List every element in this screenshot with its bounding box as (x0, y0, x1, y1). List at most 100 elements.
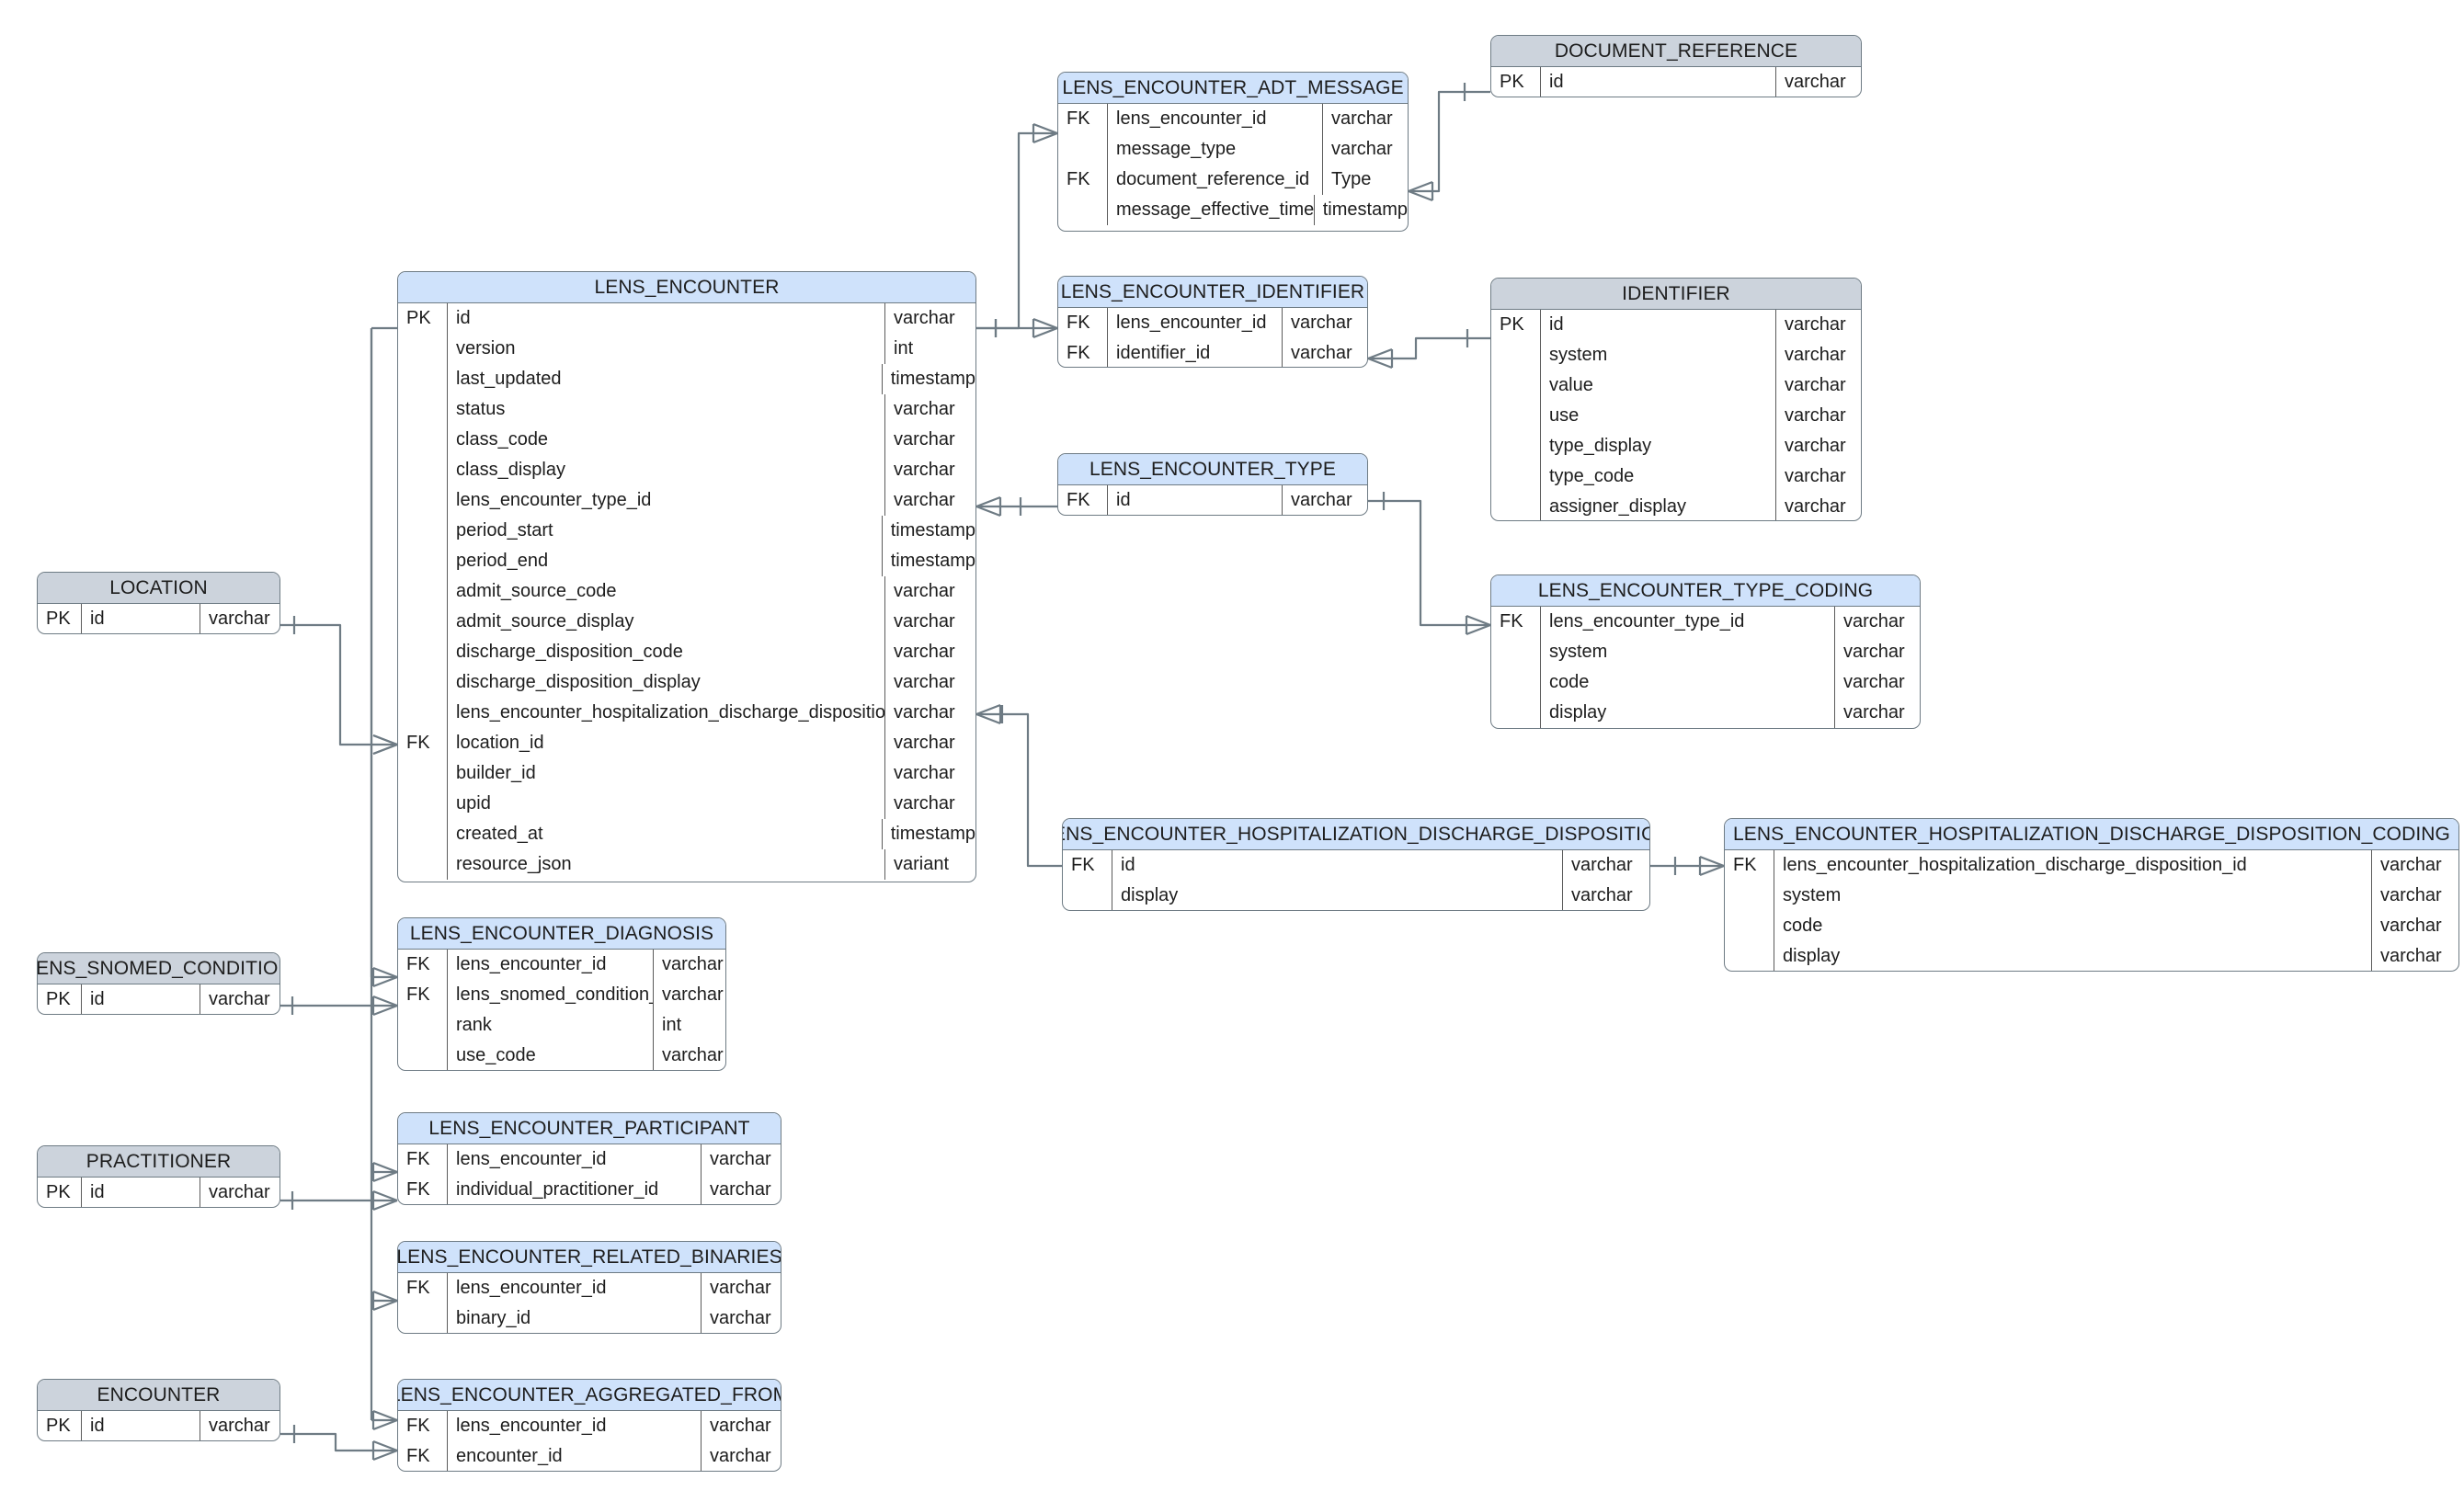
column-type: timestamp (1322, 199, 1408, 220)
column-key-flag (398, 667, 448, 698)
column-name: period_start (448, 516, 883, 546)
column-type: varchar (209, 609, 270, 629)
column-type: varchar (2380, 855, 2442, 875)
column-type: varchar (1331, 139, 1393, 159)
entity-title-lens_encounter_type: LENS_ENCOUNTER_TYPE (1058, 454, 1367, 485)
entity-lens_encounter_hosp_disch_disp[interactable]: LENS_ENCOUNTER_HOSPITALIZATION_DISCHARGE… (1062, 818, 1650, 911)
entity-lens_encounter_hosp_disch_disp_coding[interactable]: LENS_ENCOUNTER_HOSPITALIZATION_DISCHARGE… (1724, 818, 2459, 972)
column-key-flag (398, 576, 448, 607)
column-name: type_display (1541, 431, 1776, 461)
column-name: lens_encounter_type_id (448, 485, 885, 516)
column-key-flag (398, 1010, 448, 1041)
edge-encounter-agg (280, 1432, 397, 1452)
column-key-flag: FK (1058, 165, 1108, 195)
column-name: lens_encounter_hospitalization_discharge… (448, 698, 885, 728)
column-name: system (1774, 881, 2372, 911)
column-key-flag (398, 607, 448, 637)
column-name: lens_encounter_id (1108, 104, 1323, 134)
column-key-flag (1725, 911, 1774, 941)
table-row[interactable]: lens_encounter_hospitalization_discharge… (398, 698, 975, 728)
column-type: varchar (894, 611, 955, 632)
column-name: id (1108, 485, 1283, 515)
column-type: varchar (894, 672, 955, 692)
column-key-flag: PK (398, 303, 448, 334)
